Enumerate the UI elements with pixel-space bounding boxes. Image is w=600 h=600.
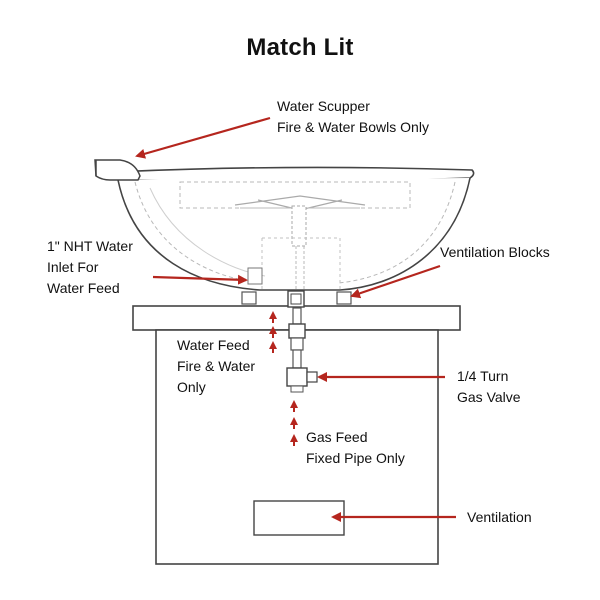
water-scupper	[94, 159, 141, 181]
gas-valve-label: 1/4 Turn Gas Valve	[457, 368, 521, 405]
callout-arrows	[135, 116, 456, 522]
nht-inlet-arrow	[152, 274, 248, 285]
nht-inlet-label: 1" NHT Water Inlet For Water Feed	[47, 238, 133, 296]
ventilation-block-left	[241, 291, 257, 305]
scupper-label: Water Scupper Fire & Water Bowls Only	[277, 98, 429, 135]
ventilation-label: Ventilation	[467, 509, 532, 525]
bowl	[113, 166, 475, 292]
diagram-title: Match Lit	[246, 34, 354, 61]
gas-feed-label: Gas Feed Fixed Pipe Only	[306, 429, 405, 466]
ventilation-block-right	[336, 291, 352, 305]
water-feed-label: Water Feed Fire & Water Only	[177, 337, 256, 395]
water-feed-arrows	[269, 311, 277, 353]
ventilation-opening	[253, 500, 345, 536]
ventilation-blocks-label: Ventilation Blocks	[440, 244, 550, 260]
gas-valve-assembly	[286, 290, 318, 393]
gas-feed-arrows	[290, 400, 298, 446]
scupper-arrow	[135, 116, 271, 159]
ventilation-blocks-arrow	[350, 264, 441, 299]
nht-water-inlet	[247, 267, 263, 285]
